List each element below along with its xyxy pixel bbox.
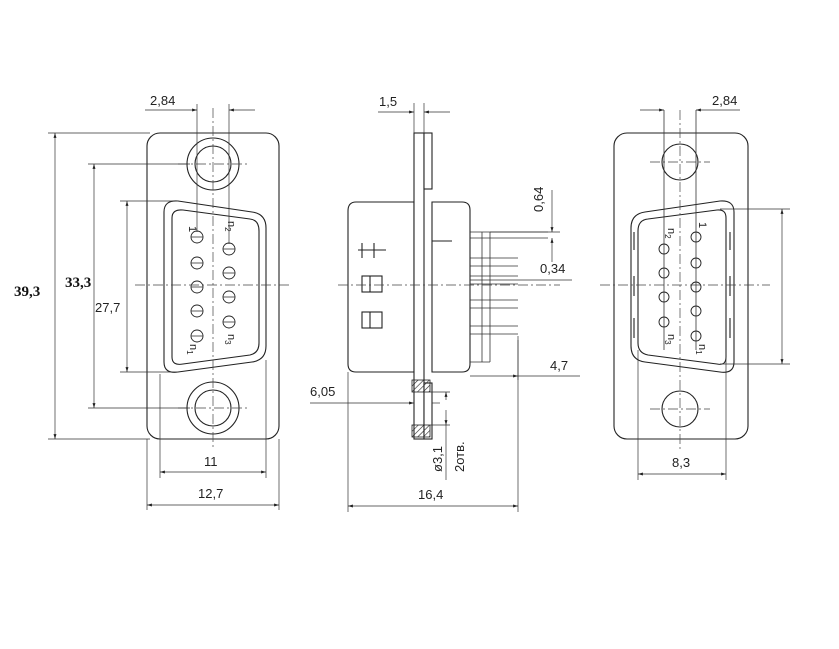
front-label-n3: n3 <box>223 334 237 345</box>
side-dim-hole-diameter: ø3,1 <box>430 446 445 472</box>
front-dim-pitch: 2,84 <box>150 93 175 108</box>
side-dim-hole-count: 2отв. <box>452 441 467 472</box>
front-pins-left <box>190 230 204 343</box>
front-label-n2: n2 <box>223 221 237 232</box>
side-dim-pin-offset: 0,64 <box>531 187 546 212</box>
rear-d-shell-outer <box>630 200 735 373</box>
rear-dim-pitch: 2,84 <box>712 93 737 108</box>
side-contact-symbols <box>358 243 386 329</box>
front-label-1: 1 <box>186 226 198 232</box>
rear-label-n1: n1 <box>694 344 708 355</box>
side-flange-plate <box>413 132 425 440</box>
rear-dim-shell-width: 8,3 <box>672 455 690 470</box>
side-dim-total-depth: 16,4 <box>418 487 443 502</box>
side-rear-body <box>431 201 471 373</box>
front-pins-right <box>222 242 236 329</box>
side-dim-front-depth: 6,05 <box>310 384 335 399</box>
side-hole-hatch-bottom <box>411 424 431 438</box>
rear-bottom-hole <box>661 390 699 428</box>
front-label-n1: n1 <box>185 344 199 355</box>
side-dim-pin-thickness: 0,34 <box>540 261 565 276</box>
side-dim-flange-thickness: 1,5 <box>379 94 397 109</box>
front-dim-overall-height: 39,3 <box>14 284 40 300</box>
rear-view: n2 1 n3 n1 2,84 8,3 <box>600 93 790 480</box>
rear-top-hole <box>661 143 699 181</box>
front-d-shell-inner <box>171 209 260 365</box>
rear-label-n3: n3 <box>663 334 677 345</box>
side-view: 1,5 0,64 0,34 4,7 6,05 16,4 ø3,1 2отв. <box>310 94 580 512</box>
side-pins <box>470 231 548 363</box>
rear-label-1: 1 <box>696 222 708 228</box>
front-view: 1 n2 n1 n3 2,84 39,3 33,3 27,7 11 <box>14 93 290 510</box>
front-dim-shell-height: 27,7 <box>95 300 120 315</box>
front-bottom-hole-inner <box>194 389 232 427</box>
side-dim-pin-length: 4,7 <box>550 358 568 373</box>
front-dim-hole-spacing: 33,3 <box>65 275 91 291</box>
rear-label-n2: n2 <box>663 228 677 239</box>
front-dim-shell-width: 11 <box>204 454 218 469</box>
front-dim-flange-width: 12,7 <box>198 486 223 501</box>
side-front-shell <box>347 201 415 373</box>
side-hole-hatch-top <box>411 379 431 393</box>
